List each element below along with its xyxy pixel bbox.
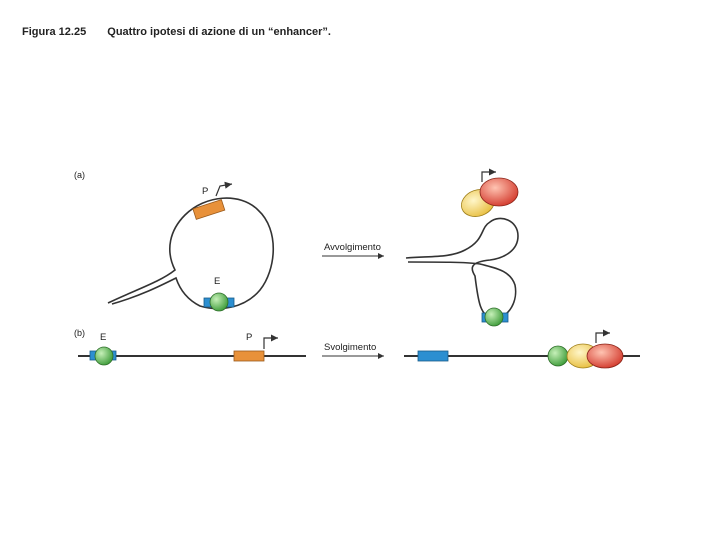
enhancer-protein-right — [547, 345, 569, 367]
panel-b-label: (b) — [74, 328, 85, 338]
figure-title: Quattro ipotesi di azione di un “enhance… — [107, 26, 331, 38]
transcription-start-arrow — [215, 181, 233, 197]
avvolgimento-label: Avvolgimento — [324, 242, 381, 253]
enhancer-label-b: E — [100, 332, 107, 343]
panel-b-linear-left — [78, 334, 306, 366]
promoter-label-b: P — [246, 332, 253, 343]
enhancer-protein-looped — [484, 307, 504, 327]
activator-red — [479, 177, 519, 207]
promoter-label-a: P — [202, 186, 209, 197]
enhancer-site-right — [417, 350, 449, 362]
figure-caption: Figura 12.25 Quattro ipotesi di azione d… — [22, 26, 331, 38]
panel-a-looped-dna — [405, 168, 519, 327]
enhancer-label-a: E — [214, 276, 221, 287]
panel-a-label: (a) — [74, 170, 85, 180]
figure-number: Figura 12.25 — [22, 26, 87, 38]
enhancer-protein-b — [94, 346, 114, 366]
dna-loop — [107, 197, 275, 310]
panel-a-loop — [107, 181, 275, 312]
transcription-start-arrow-looped — [481, 168, 496, 182]
activator-red-b — [586, 343, 624, 369]
panel-b-linear-right — [404, 329, 640, 369]
enhancer-binding-protein — [209, 292, 229, 312]
promoter-box — [192, 199, 226, 220]
svolgimento-label: Svolgimento — [324, 342, 377, 353]
transcription-start-arrow-right — [595, 329, 610, 343]
transcription-start-arrow-b — [263, 334, 278, 349]
promoter-box-b — [233, 350, 265, 362]
looped-dna-strand — [405, 217, 519, 319]
